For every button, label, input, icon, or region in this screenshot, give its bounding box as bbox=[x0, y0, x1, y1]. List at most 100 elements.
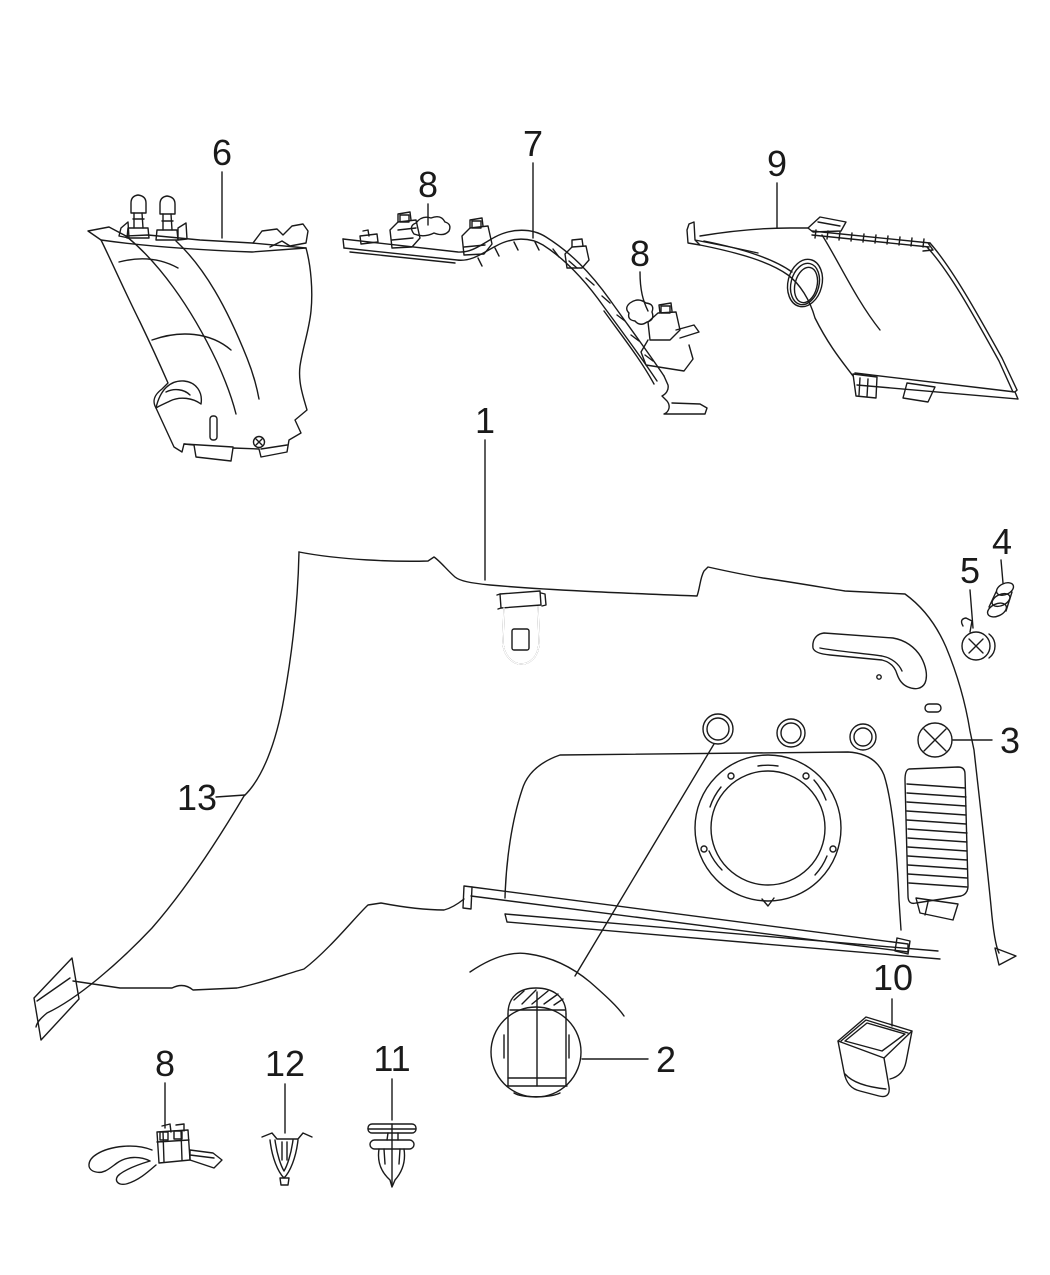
part9-speaker-ring bbox=[789, 262, 821, 306]
grommet-dome bbox=[507, 987, 567, 1015]
grommet-dome-hatch bbox=[513, 989, 564, 1006]
part6-pocket bbox=[155, 380, 203, 409]
part1-sill-cap bbox=[462, 885, 473, 910]
speaker-dot bbox=[727, 772, 735, 780]
speaker-tab bbox=[757, 764, 779, 767]
part6-outline bbox=[87, 226, 313, 462]
clip-dark bbox=[471, 220, 482, 229]
speaker-dot bbox=[700, 845, 708, 853]
part1-grab-handle bbox=[812, 632, 928, 690]
screw-head bbox=[961, 631, 991, 661]
part6-clip-left bbox=[118, 194, 150, 239]
part6-slot bbox=[209, 415, 218, 441]
plug-base bbox=[986, 602, 1008, 618]
callout-7: 7 bbox=[523, 123, 543, 164]
screw-phillips bbox=[968, 638, 984, 654]
part1-bottom-edge bbox=[72, 898, 465, 991]
screw-washer-arc bbox=[988, 633, 996, 659]
callout-8a: 8 bbox=[418, 164, 438, 205]
vent-outline bbox=[904, 766, 969, 905]
callout-10: 10 bbox=[873, 957, 913, 998]
part7-lower-double bbox=[349, 251, 655, 385]
part1-sill-bracket bbox=[894, 937, 911, 955]
part1-tether-anchor bbox=[496, 590, 547, 665]
vent-louvers bbox=[906, 783, 968, 888]
clip-neck bbox=[132, 212, 145, 229]
clip-box bbox=[389, 219, 421, 249]
grommet-sides bbox=[507, 1013, 567, 1087]
grommet-side-ribs bbox=[503, 1034, 570, 1059]
part-8-wire-clip-loose bbox=[88, 1123, 223, 1186]
clip-wedge bbox=[177, 222, 188, 241]
part-11-push-pin bbox=[367, 1123, 417, 1188]
clip-knob bbox=[469, 217, 484, 229]
part6-clip-right bbox=[155, 195, 188, 241]
speaker-dot bbox=[802, 772, 810, 780]
part9-speaker-hole bbox=[793, 266, 819, 304]
callout-6: 6 bbox=[212, 132, 232, 173]
part-9-d-pillar-trim bbox=[686, 216, 1019, 403]
speaker-notch bbox=[761, 897, 775, 907]
unut-slot bbox=[281, 1141, 288, 1161]
callout-4: 4 bbox=[992, 521, 1012, 562]
anchor-header bbox=[499, 590, 542, 609]
screw-top-tab bbox=[960, 617, 973, 633]
part6-seam-mid bbox=[151, 333, 232, 351]
part1-cargo-border bbox=[504, 751, 902, 931]
callout-13-leader bbox=[215, 794, 246, 798]
part1-top-edge bbox=[298, 551, 1000, 954]
callout-2: 2 bbox=[656, 1039, 676, 1080]
part6-deck-edge bbox=[100, 239, 307, 253]
part1-tip-stripe bbox=[36, 977, 71, 1002]
callout-8b-leader bbox=[639, 271, 649, 312]
part1-small-slot bbox=[924, 703, 942, 713]
callout-12: 12 bbox=[265, 1043, 305, 1084]
part1-left-edge bbox=[35, 551, 300, 1028]
part1-sill-2 bbox=[504, 913, 941, 960]
speaker-tab bbox=[708, 850, 723, 871]
clip-head bbox=[159, 195, 176, 215]
speaker-dot bbox=[829, 845, 837, 853]
part1-wheel-arch bbox=[469, 952, 625, 1017]
part-10-storage-bin bbox=[837, 1016, 913, 1098]
part-6-c-pillar-trim bbox=[87, 194, 313, 462]
part9-flag bbox=[807, 216, 847, 233]
clip-base bbox=[640, 339, 694, 372]
pin-cone-lines bbox=[383, 1148, 401, 1165]
callout-8c: 8 bbox=[155, 1043, 175, 1084]
bin-rim-double bbox=[840, 1019, 909, 1042]
part-4-retainer-plug bbox=[986, 582, 1015, 618]
callout-8b: 8 bbox=[630, 233, 650, 274]
part9-sill-tab bbox=[902, 382, 936, 403]
part7-clip-1 bbox=[389, 211, 421, 249]
speaker-tab bbox=[813, 779, 827, 801]
unut-body-inner bbox=[274, 1139, 294, 1172]
speaker-tab bbox=[709, 786, 722, 808]
part9-rail-hatch bbox=[814, 229, 925, 248]
part-2-grommet bbox=[490, 987, 582, 1098]
part6-screw-cross bbox=[255, 438, 263, 446]
part-12-u-nut-clip bbox=[261, 1132, 313, 1186]
part6-pocket-inner bbox=[165, 388, 191, 396]
part6-bracket-lines bbox=[183, 443, 288, 450]
part7-left-cap bbox=[342, 238, 345, 249]
part-3-screw-cover bbox=[917, 722, 953, 758]
screw-cover-cap bbox=[917, 722, 953, 758]
part-7-upper-rail-trim bbox=[342, 211, 708, 415]
speaker-inner bbox=[710, 770, 826, 886]
handle-inner-line bbox=[819, 647, 903, 672]
part7-clip-4 bbox=[640, 302, 700, 372]
callout-11: 11 bbox=[373, 1038, 410, 1079]
clip-base bbox=[126, 227, 150, 239]
round-hole bbox=[702, 713, 734, 745]
callout-5: 5 bbox=[960, 550, 980, 591]
clip-head bbox=[130, 194, 147, 214]
part9-sill bbox=[854, 372, 1019, 400]
part7-left-bracket bbox=[359, 229, 379, 245]
part7-foot-hook bbox=[661, 375, 708, 415]
round-hole-inner bbox=[780, 722, 802, 744]
leader-lines bbox=[164, 162, 1004, 1134]
clip-knob bbox=[658, 302, 673, 314]
